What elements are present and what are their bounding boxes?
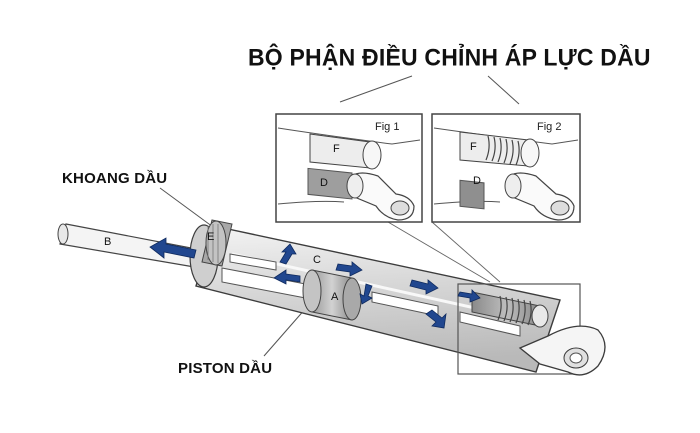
- fig2-letter-d: D: [473, 175, 481, 187]
- part-b-label: B: [104, 236, 111, 248]
- page-title: BỘ PHẬN ĐIỀU CHỈNH ÁP LỰC DẦU: [248, 43, 651, 71]
- flow-arrow-right-lower: [457, 289, 481, 303]
- oil-chamber-label: KHOANG DẦU: [62, 170, 168, 187]
- oil-channels: [221, 253, 521, 337]
- fig2-valve-block: [459, 179, 485, 210]
- fig2-caption: Fig 2: [537, 121, 561, 133]
- title-leader-left: [339, 75, 413, 103]
- valve-detail-box: [457, 283, 606, 376]
- title-leader-right: [487, 75, 520, 105]
- fig2-spring: [485, 135, 520, 166]
- zoom-line-fig2: [431, 221, 501, 283]
- flow-arrows: [149, 237, 481, 329]
- internal-piston: [302, 269, 362, 321]
- flow-arrow-right-upper: [409, 279, 439, 295]
- fig1-letter-d: D: [320, 177, 328, 189]
- part-e-label: E: [207, 231, 214, 243]
- oil-piston-label: PISTON DẦU: [178, 360, 273, 377]
- flow-arrow-down-right: [425, 309, 447, 329]
- fig1-letter-f: F: [333, 143, 340, 155]
- rod-direction-arrow: [149, 237, 197, 259]
- part-c-label: C: [313, 254, 321, 266]
- fig2-letter-f: F: [470, 141, 477, 153]
- zoom-line-fig1: [387, 221, 491, 283]
- flow-arrow-up-left: [279, 243, 297, 265]
- fig1-valve-block: [307, 167, 353, 200]
- piston-rod: [57, 223, 213, 271]
- part-a-label: A: [331, 291, 339, 303]
- end-cap: [201, 219, 233, 267]
- flow-arrow-right-c: [335, 261, 363, 277]
- figure-1: [275, 113, 423, 223]
- fig1-caption: Fig 1: [375, 121, 399, 133]
- flow-arrow-left-low: [273, 269, 301, 285]
- figure-2: [431, 113, 581, 223]
- flow-arrow-down-mid: [359, 283, 373, 305]
